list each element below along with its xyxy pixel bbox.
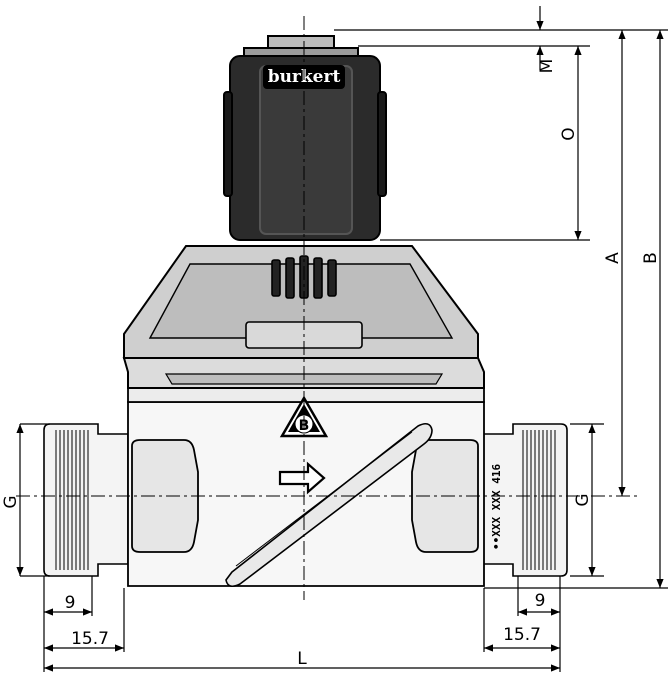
- dimension-lines: [16, 6, 668, 672]
- valve-body: [127, 387, 485, 588]
- dimension-label-15-7-right: 15.7: [503, 625, 541, 645]
- solenoid-coil: [223, 35, 387, 241]
- dimension-label-l: L: [297, 649, 307, 669]
- centerlines: [16, 16, 640, 600]
- dimension-label-o: O: [559, 127, 579, 140]
- right-threaded-port: [482, 423, 568, 577]
- dimension-label-g-left: G: [1, 495, 21, 508]
- dimension-label-m: M: [537, 59, 557, 74]
- dimension-label-g-right: G: [573, 493, 593, 506]
- flow-direction-arrow-icon: [278, 461, 326, 495]
- body-marking: ••XXX XXX 416: [490, 464, 503, 550]
- actuator-housing: [122, 245, 485, 389]
- dimension-label-9-left: 9: [65, 593, 76, 613]
- dimension-label-a: A: [603, 252, 623, 264]
- dimension-label-9-right: 9: [535, 591, 546, 611]
- dimension-label-b: B: [641, 252, 661, 264]
- dimension-label-15-7-left: 15.7: [71, 629, 109, 649]
- left-threaded-port: [43, 423, 129, 577]
